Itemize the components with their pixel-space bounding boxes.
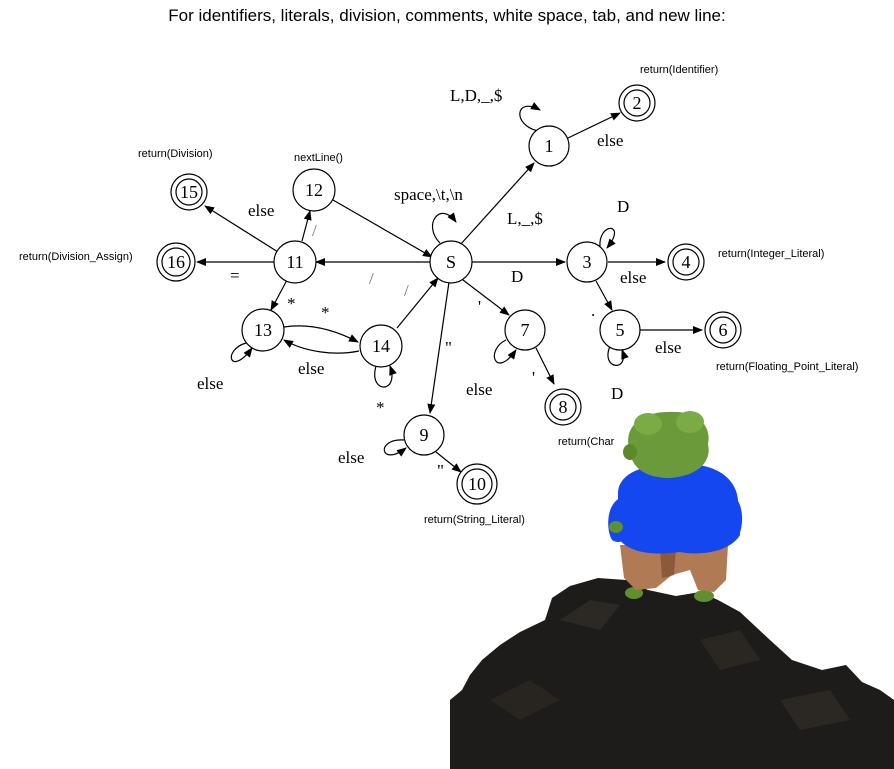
- edge-1-2: [567, 112, 621, 139]
- state-13: 13: [241, 308, 285, 352]
- label-loop-13: else: [197, 374, 223, 393]
- label-3-4: else: [620, 268, 646, 287]
- edge-labels: L,D,_,$ else space,\t,\n L,_,$ D D else …: [197, 86, 681, 480]
- edge-S-1: [459, 162, 535, 246]
- edge-S-7: [462, 279, 510, 316]
- edge-11-15: [204, 205, 279, 253]
- loop-13: [230, 342, 253, 363]
- state-6-label: 6: [719, 320, 728, 340]
- edge-7-8: [535, 347, 555, 385]
- state-S-label: S: [446, 252, 456, 272]
- edge-14-13: [283, 339, 360, 354]
- loop-9: [383, 439, 407, 457]
- label-5-6: else: [655, 338, 681, 357]
- state-13-label: 13: [254, 320, 272, 340]
- state-6: 6: [704, 311, 742, 349]
- annotation-string-literal: return(String_Literal): [424, 514, 525, 526]
- state-12-label: 12: [305, 180, 323, 200]
- label-3-5: .: [591, 301, 595, 320]
- loop-3: [599, 227, 616, 249]
- label-11-13: *: [287, 294, 296, 313]
- annotation-integer-literal: return(Integer_Literal): [718, 248, 824, 260]
- state-9: 9: [403, 414, 445, 456]
- state-4: 4: [667, 243, 705, 281]
- annotation-division: return(Division): [138, 148, 213, 160]
- loop-7: [493, 339, 517, 364]
- annotations: return(Identifier) return(Division) next…: [19, 64, 858, 526]
- state-1-label: 1: [545, 136, 554, 156]
- state-15-label: 15: [180, 182, 198, 202]
- label-loop-7: else: [466, 380, 492, 399]
- edge-3-5: [595, 280, 613, 311]
- page-title: For identifiers, literals, division, com…: [168, 6, 726, 25]
- annotation-identifier: return(Identifier): [640, 64, 718, 76]
- rock-illustration: [450, 578, 894, 769]
- label-7-8: ': [532, 368, 535, 387]
- annotation-division-assign: return(Division_Assign): [19, 251, 133, 263]
- edge-13-14: [283, 325, 359, 343]
- label-loop-1: L,D,_,$: [450, 86, 502, 105]
- label-loop-3: D: [617, 197, 629, 216]
- label-11-16: =: [230, 266, 240, 285]
- edge-12-S: [332, 199, 433, 258]
- label-13-14: *: [321, 303, 330, 322]
- state-11: 11: [273, 240, 317, 284]
- state-S: S: [429, 240, 473, 284]
- loop-S: [431, 212, 457, 244]
- state-10: 10: [456, 463, 498, 505]
- state-7: 7: [504, 309, 546, 351]
- state-15: 15: [170, 173, 208, 211]
- state-2-label: 2: [633, 93, 642, 113]
- label-11-15: else: [248, 201, 274, 220]
- state-16: 16: [156, 242, 196, 282]
- state-12: 12: [292, 168, 336, 212]
- label-14-13: else: [298, 359, 324, 378]
- label-11-12: /: [312, 221, 317, 240]
- edge-11-13: [270, 279, 288, 311]
- edge-9-10: [435, 451, 462, 473]
- state-3: 3: [566, 241, 608, 283]
- state-8-label: 8: [559, 397, 568, 417]
- edge-S-9: [427, 281, 450, 414]
- state-4-label: 4: [682, 252, 691, 272]
- state-2: 2: [618, 84, 656, 122]
- loop-5: [607, 345, 629, 366]
- label-loop-9: else: [338, 448, 364, 467]
- edges: [196, 102, 703, 473]
- state-14: 14: [359, 324, 403, 368]
- label-S-11: /: [369, 269, 374, 288]
- label-1-2: else: [597, 131, 623, 150]
- state-10-label: 10: [468, 474, 486, 494]
- state-11-label: 11: [286, 252, 303, 272]
- label-loop-14: *: [376, 398, 385, 417]
- state-5-label: 5: [616, 320, 625, 340]
- state-9-label: 9: [420, 425, 429, 445]
- label-14-S: /: [404, 281, 409, 300]
- state-14-label: 14: [372, 336, 390, 356]
- state-3-label: 3: [583, 252, 592, 272]
- loop-1: [519, 102, 541, 132]
- state-5: 5: [599, 309, 641, 351]
- label-S-7: ': [478, 297, 481, 316]
- state-16-label: 16: [167, 252, 185, 272]
- label-loop-5: D: [611, 384, 623, 403]
- label-S-1: L,_,$: [507, 209, 543, 228]
- edge-14-S: [396, 277, 439, 329]
- annotation-floating-point-literal: return(Floating_Point_Literal): [716, 361, 858, 373]
- nodes: S 1 2 3 4 5 6 7 8 9 10 11 12 13 14 15 16: [156, 84, 742, 505]
- loop-14: [374, 365, 397, 388]
- state-1: 1: [528, 125, 570, 167]
- label-9-10: ": [437, 461, 444, 480]
- label-S-3: D: [511, 267, 523, 286]
- edge-11-12: [301, 210, 312, 242]
- annotation-nextline: nextLine(): [294, 152, 343, 164]
- annotation-char: return(Char: [558, 436, 615, 448]
- frog-character: [608, 411, 743, 602]
- state-7-label: 7: [521, 320, 530, 340]
- label-loop-S: space,\t,\n: [394, 185, 463, 204]
- state-8: 8: [544, 388, 582, 426]
- label-S-9: ": [445, 338, 452, 357]
